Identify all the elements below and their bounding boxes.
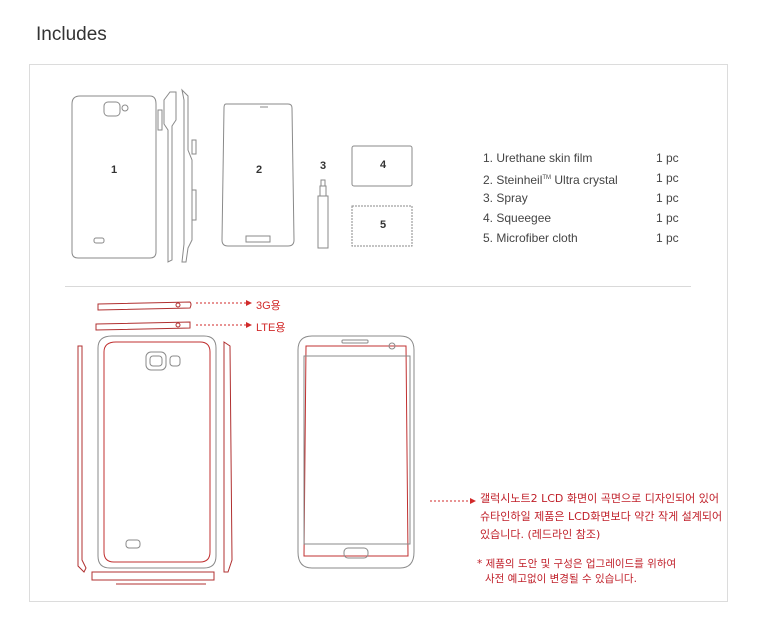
list-item: 4. Squeegee 1 pc <box>483 210 703 230</box>
top-strip-3g <box>97 301 192 311</box>
list-item: 2. SteinheilTM Ultra crystal 1 pc <box>483 170 703 190</box>
note-line-2: 슈타인하일 제품은 LCD화면보다 약간 작게 설계되어 <box>480 510 723 523</box>
squeegee-drawing <box>351 145 413 187</box>
screen-protector-drawing <box>221 103 295 247</box>
part-label-5: 5 <box>380 219 386 231</box>
includes-panel <box>29 64 728 602</box>
part-label-4: 4 <box>380 159 387 171</box>
section-divider <box>65 286 691 287</box>
item-name: 4. Squeegee <box>483 211 552 225</box>
list-item: 1. Urethane skin film 1 pc <box>483 150 703 170</box>
side-strips-drawing <box>163 91 177 263</box>
item-name: 2. SteinheilTM Ultra crystal <box>483 170 618 189</box>
item-name-suffix: Ultra crystal <box>551 173 618 187</box>
part-label-3: 3 <box>320 160 326 172</box>
item-name-prefix: 2. Steinheil <box>483 173 543 187</box>
part-label-2: 2 <box>256 164 262 176</box>
side-strip-right <box>223 341 233 573</box>
back-skin-outline <box>97 335 217 569</box>
tag-3g: 3G용 <box>256 300 281 312</box>
note-line-1: 갤럭시노트2 LCD 화면이 곡면으로 디자인되어 있어 <box>480 492 720 505</box>
tag-lte: LTE용 <box>256 322 286 334</box>
item-qty: 1 pc <box>656 191 679 205</box>
part-label-1: 1 <box>111 164 117 176</box>
item-qty: 1 pc <box>656 151 679 165</box>
spray-drawing <box>317 195 329 249</box>
lcd-note: 갤럭시노트2 LCD 화면이 곡면으로 디자인되어 있어 슈타인하일 제품은 L… <box>480 490 740 544</box>
top-strip-lte <box>95 321 191 331</box>
camera-cutout <box>103 101 121 117</box>
disclaimer-note: * 제품의 도안 및 구성은 업그레이드를 위하여 사전 예고없이 변경될 수 … <box>477 557 737 587</box>
skin-film-back-drawing <box>71 95 157 259</box>
page-title: Includes <box>36 24 107 45</box>
item-qty: 1 pc <box>656 231 679 245</box>
item-name: 3. Spray <box>483 191 528 205</box>
side-strip-left <box>77 345 87 573</box>
trademark-mark: TM <box>542 175 552 181</box>
contents-list: 1. Urethane skin film 1 pc 2. SteinheilT… <box>483 150 703 250</box>
front-screen <box>303 355 411 545</box>
disclaimer-line-2: 사전 예고없이 변경될 수 있습니다. <box>485 573 637 585</box>
item-qty: 1 pc <box>656 171 679 185</box>
item-name: 5. Microfiber cloth <box>483 231 578 245</box>
item-qty: 1 pc <box>656 211 679 225</box>
note-line-3: 있습니다. (레드라인 참조) <box>480 528 601 541</box>
front-phone-outline <box>297 335 415 569</box>
microfiber-cloth-drawing <box>351 205 413 247</box>
list-item: 3. Spray 1 pc <box>483 190 703 210</box>
disclaimer-line-1: * 제품의 도안 및 구성은 업그레이드를 위하여 <box>477 558 677 570</box>
item-name: 1. Urethane skin film <box>483 151 593 165</box>
list-item: 5. Microfiber cloth 1 pc <box>483 230 703 250</box>
